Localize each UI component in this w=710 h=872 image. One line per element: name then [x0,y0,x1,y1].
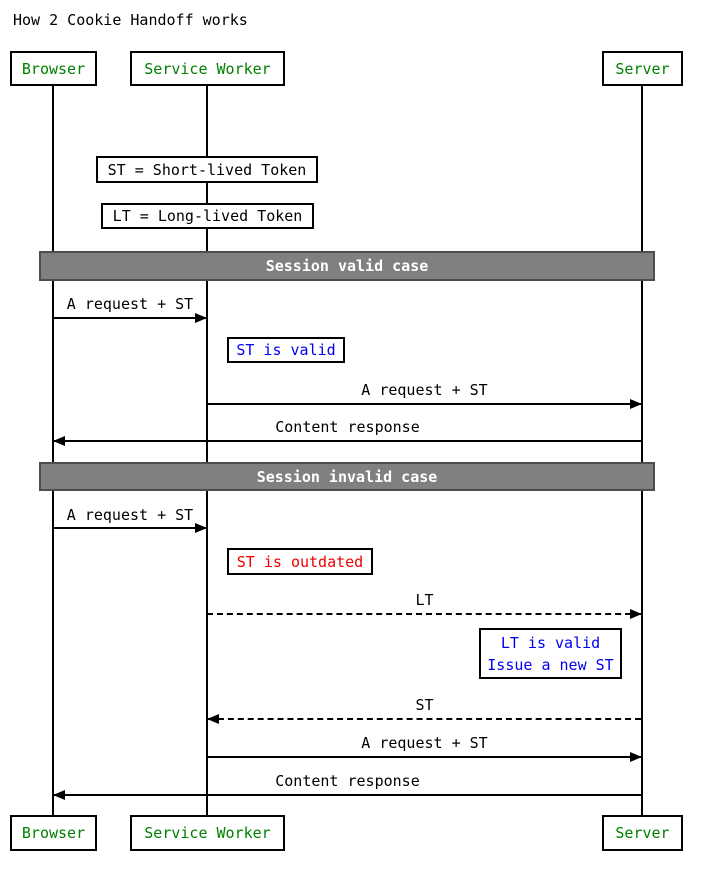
section-valid-case: Session valid case [39,251,655,281]
arrowhead-icon [630,609,642,619]
arrowhead-icon [53,790,65,800]
message-arrow-content-response-1 [53,436,642,446]
message-label-content-response-2: Content response [275,772,420,790]
message-arrow-lt [207,609,642,619]
arrowhead-icon [195,523,207,533]
arrowhead-icon [53,436,65,446]
actor-server-top: Server [602,51,683,86]
message-arrow-request-st-2 [207,399,642,409]
arrowhead-icon [630,399,642,409]
note-lt-is-valid-line1: LT is valid [500,633,601,652]
arrowhead-icon [207,714,219,724]
message-label-content-response-1: Content response [275,418,420,436]
message-label-request-st-2: A request + ST [361,381,488,399]
message-arrow-request-st-4 [207,752,642,762]
message-arrow-request-st-3 [53,523,207,533]
note-lt-definition: LT = Long-lived Token [101,203,314,229]
actor-server-bottom: Server [602,815,683,851]
message-label-request-st-4: A request + ST [361,734,488,752]
note-st-is-valid: ST is valid [227,337,345,363]
message-label-request-st-3: A request + ST [66,506,194,524]
lifeline-service-worker [206,86,208,815]
message-arrow-request-st-1 [53,313,207,323]
note-st-definition: ST = Short-lived Token [96,156,318,183]
diagram-title: How 2 Cookie Handoff works [13,11,248,29]
note-st-is-outdated: ST is outdated [227,548,373,575]
arrowhead-icon [630,752,642,762]
message-label-lt: LT [415,591,434,609]
actor-browser-bottom: Browser [10,815,97,851]
message-label-request-st-1: A request + ST [66,295,194,313]
note-lt-is-valid: LT is valid Issue a new ST [479,628,622,679]
lifeline-browser [52,86,54,815]
message-label-st: ST [415,696,434,714]
actor-service-worker-bottom: Service Worker [130,815,285,851]
message-arrow-content-response-2 [53,790,642,800]
section-invalid-case: Session invalid case [39,462,655,491]
lifeline-server [641,86,643,815]
note-lt-is-valid-line2: Issue a new ST [487,655,614,674]
message-arrow-st [207,714,641,724]
arrowhead-icon [195,313,207,323]
actor-service-worker-top: Service Worker [130,51,285,86]
actor-browser-top: Browser [10,51,97,86]
